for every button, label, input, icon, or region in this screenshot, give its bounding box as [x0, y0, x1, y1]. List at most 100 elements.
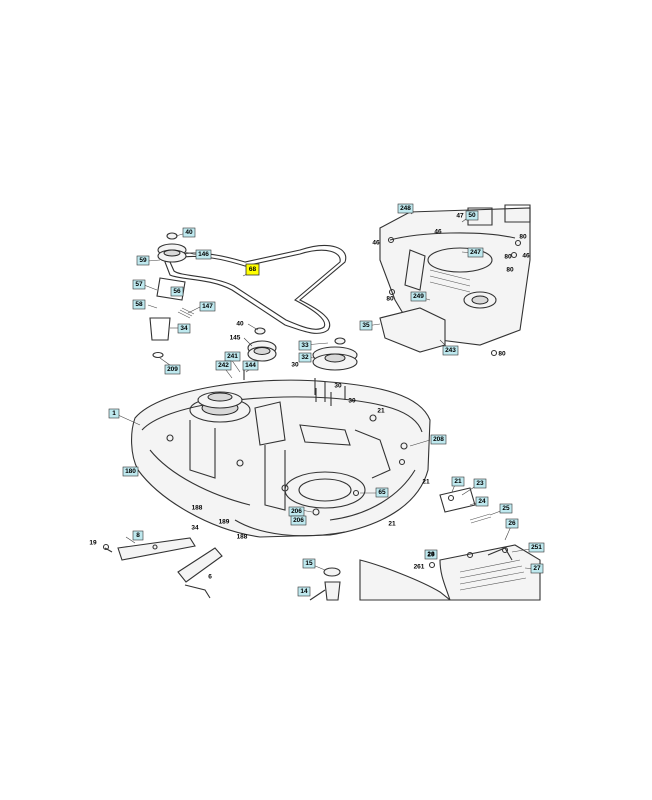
callout-label: 28 [427, 551, 435, 558]
callout-label: 144 [245, 362, 256, 369]
callout-59: 59 [136, 255, 150, 266]
drive-belt[interactable] [164, 245, 347, 334]
callout-label: 147 [202, 303, 213, 310]
label-188: 188 [237, 534, 248, 541]
callout-label: 1 [112, 410, 116, 417]
spindle-shaft [309, 567, 341, 601]
callout-label: 33 [301, 342, 309, 349]
callout-32: 32 [298, 352, 312, 363]
label-21: 21 [422, 479, 430, 486]
callout-58: 58 [132, 299, 146, 310]
callout-label: 209 [167, 366, 178, 373]
plain-labels: 40 145 30 30 30 21 21 21 188 188 189 34 … [89, 213, 530, 581]
callout-144: 144 [242, 360, 259, 371]
spindle-pulley-right [312, 337, 358, 402]
callout-label: 14 [300, 588, 308, 595]
label-40: 40 [236, 321, 244, 328]
callout-label: 50 [468, 212, 476, 219]
callout-label: 247 [470, 249, 481, 256]
callout-label: 27 [533, 565, 541, 572]
label-46: 46 [434, 229, 442, 236]
label-80: 80 [506, 267, 514, 274]
label-80: 80 [386, 296, 394, 303]
callout-label: 35 [362, 322, 370, 329]
callout-28: 28 [424, 549, 438, 560]
callout-label: 23 [476, 480, 484, 487]
callout-1: 1 [108, 408, 120, 419]
callout-label: 59 [139, 257, 147, 264]
deck-stabilizer-bracket [104, 537, 196, 561]
callout-27: 27 [530, 563, 544, 574]
callout-209: 209 [164, 364, 181, 375]
callout-248: 248 [397, 203, 414, 214]
callout-206-b: 206 [290, 515, 307, 526]
callout-label: 34 [180, 325, 188, 332]
callout-21: 21 [451, 476, 465, 487]
callout-label: 243 [445, 347, 456, 354]
callout-label: 249 [413, 293, 424, 300]
callout-68-highlighted[interactable]: 68 [245, 263, 260, 276]
callout-label: 40 [185, 229, 193, 236]
label-46: 46 [372, 240, 380, 247]
callout-65: 65 [375, 487, 389, 498]
callout-label: 32 [301, 354, 309, 361]
callout-label: 241 [227, 353, 238, 360]
callout-23: 23 [473, 478, 487, 489]
callout-label: 21 [454, 478, 462, 485]
callout-24: 24 [475, 496, 489, 507]
label-188: 188 [192, 505, 203, 512]
label-29: 29 [427, 552, 435, 559]
label-261: 261 [414, 564, 425, 571]
callout-56: 56 [170, 286, 184, 297]
idler-pulley-assembly [149, 232, 195, 359]
callout-label: 251 [531, 544, 542, 551]
callout-247: 247 [467, 247, 484, 258]
callout-label: 180 [125, 468, 136, 475]
callout-label: 26 [508, 520, 516, 527]
callout-label: 208 [433, 436, 444, 443]
left-spindle-pulley-large [197, 391, 243, 409]
spindle-pulley-left [243, 327, 277, 380]
label-80: 80 [498, 351, 506, 358]
callout-label: 65 [378, 489, 386, 496]
callout-label: 206 [291, 508, 302, 515]
callout-57: 57 [132, 279, 146, 290]
callout-26: 26 [505, 518, 519, 529]
callout-34-left: 34 [177, 323, 191, 334]
callout-243: 243 [442, 345, 459, 356]
mower-deck-housing [131, 379, 431, 538]
label-30: 30 [334, 383, 342, 390]
callout-label: 58 [135, 301, 143, 308]
label-189: 189 [219, 519, 230, 526]
callout-label: 56 [173, 288, 181, 295]
callout-label: 206 [293, 517, 304, 524]
callout-8: 8 [132, 530, 144, 541]
callout-208: 208 [430, 434, 447, 445]
label-80: 80 [504, 254, 512, 261]
callout-15: 15 [302, 558, 316, 569]
label-21: 21 [377, 408, 385, 415]
callout-label: 15 [305, 560, 313, 567]
callout-label: 57 [135, 281, 143, 288]
label-30: 30 [291, 362, 299, 369]
callout-label: 24 [478, 498, 486, 505]
callout-label: 146 [198, 251, 209, 258]
callout-label: 68 [249, 266, 257, 273]
callout-label: 25 [502, 505, 510, 512]
callout-206-a: 206 [288, 506, 305, 517]
callout-label: 242 [218, 362, 229, 369]
callout-147: 147 [199, 301, 216, 312]
label-34: 34 [191, 525, 199, 532]
label-80: 80 [519, 234, 527, 241]
callout-33: 33 [298, 340, 312, 351]
label-47: 47 [456, 213, 464, 220]
callout-35: 35 [359, 320, 373, 331]
deck-hanger-bracket [177, 547, 223, 599]
callout-14: 14 [297, 586, 311, 597]
label-6: 6 [208, 574, 212, 581]
callout-242: 242 [215, 360, 232, 371]
label-19: 19 [89, 540, 97, 547]
callout-241: 241 [224, 351, 241, 362]
callout-label: 248 [400, 205, 411, 212]
